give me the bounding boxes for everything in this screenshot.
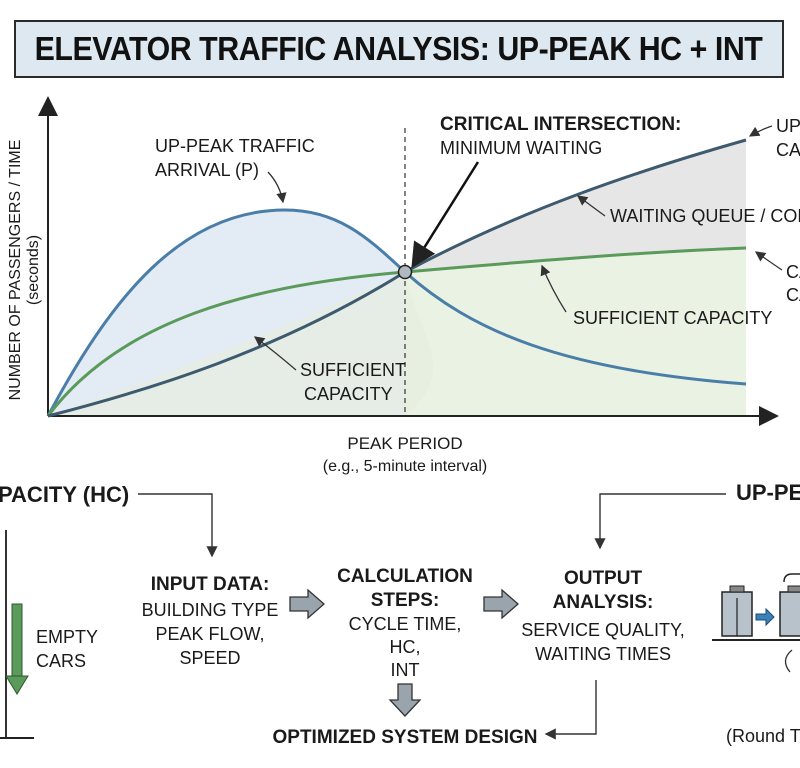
- arrival-label-2: ARRIVAL (P): [155, 160, 259, 180]
- empty-cars-label: EMPTY: [36, 627, 98, 647]
- hc-heading: PACITY (HC): [0, 482, 129, 507]
- page-title: ELEVATOR TRAFFIC ANALYSIS: UP-PEAK HC + …: [35, 30, 763, 67]
- queue-area: [405, 140, 746, 272]
- critical-intersection-point: [397, 264, 413, 280]
- elevator-icon-left: [721, 585, 753, 637]
- arrival-label: UP-PEAK TRAFFIC: [155, 136, 315, 156]
- right-edge-pointer-1: [748, 125, 773, 137]
- input-body-3: SPEED: [179, 648, 240, 668]
- arrow-calc-to-output: [483, 588, 519, 620]
- optimized-design-label: OPTIMIZED SYSTEM DESIGN: [273, 727, 538, 748]
- empty-cars-down-arrow: [5, 603, 29, 695]
- hc-connector: [138, 493, 218, 558]
- calc-title-2: STEPS:: [371, 590, 440, 611]
- sufficient-left-pointer: [253, 336, 297, 371]
- calc-body-3: INT: [391, 660, 420, 680]
- lower-area: [48, 272, 434, 416]
- right-edge-label-2b: CA: [786, 285, 800, 305]
- y-axis-label-unit: (seconds): [25, 235, 42, 305]
- output-body-1: SERVICE QUALITY,: [521, 620, 684, 640]
- arrow-input-to-calc: [289, 588, 325, 620]
- right-edge-label-1: UP: [776, 116, 800, 136]
- critical-label-2: MINIMUM WAITING: [440, 138, 602, 158]
- calc-body-2: HC,: [390, 637, 421, 657]
- input-title: INPUT DATA:: [151, 574, 270, 595]
- right-edge-label-1b: CA: [776, 140, 800, 160]
- calc-body-1: CYCLE TIME,: [349, 614, 462, 634]
- output-title: OUTPUT: [564, 568, 643, 589]
- output-body-2: WAITING TIMES: [535, 644, 671, 664]
- calc-title: CALCULATION: [337, 566, 473, 587]
- title-banner: ELEVATOR TRAFFIC ANALYSIS: UP-PEAK HC + …: [14, 20, 784, 78]
- y-axis-label: NUMBER OF PASSENGERS / TIME: [7, 140, 24, 401]
- right-edge-label-2: CA: [786, 262, 800, 282]
- empty-cars-label-2: CARS: [36, 651, 86, 671]
- capacity-area: [405, 248, 746, 416]
- up-peak-heading: UP-PE: [736, 480, 800, 505]
- critical-label: CRITICAL INTERSECTION:: [440, 114, 681, 135]
- elevator-rope: [784, 649, 793, 673]
- right-edge-pointer-2: [754, 251, 783, 271]
- arrow-calc-to-design: [388, 683, 422, 717]
- elevator-icon-right: [779, 573, 800, 637]
- x-axis-label-note: (e.g., 5-minute interval): [323, 458, 488, 475]
- up-peak-connector: [594, 493, 726, 550]
- arrival-curve: [46, 208, 747, 417]
- critical-pointer: [411, 161, 480, 269]
- sufficient-right-pointer: [540, 264, 567, 313]
- x-axis-label: PEAK PERIOD: [347, 434, 462, 453]
- input-body-1: BUILDING TYPE: [142, 600, 279, 620]
- output-title-2: ANALYSIS:: [553, 592, 654, 613]
- round-trip-label: (Round T: [726, 726, 800, 746]
- sufficient-capacity-right: SUFFICIENT CAPACITY: [573, 308, 772, 328]
- queue-pointer: [576, 195, 606, 217]
- input-body-2: PEAK FLOW,: [155, 624, 264, 644]
- elevator-transfer-arrow: [755, 607, 775, 627]
- sufficient-capacity-left-2: CAPACITY: [304, 384, 393, 404]
- queue-label: WAITING QUEUE / CON: [610, 206, 800, 226]
- output-to-design-connector: [544, 680, 597, 740]
- sufficient-capacity-left: SUFFICIENT: [300, 360, 406, 380]
- arrival-pointer: [267, 171, 287, 204]
